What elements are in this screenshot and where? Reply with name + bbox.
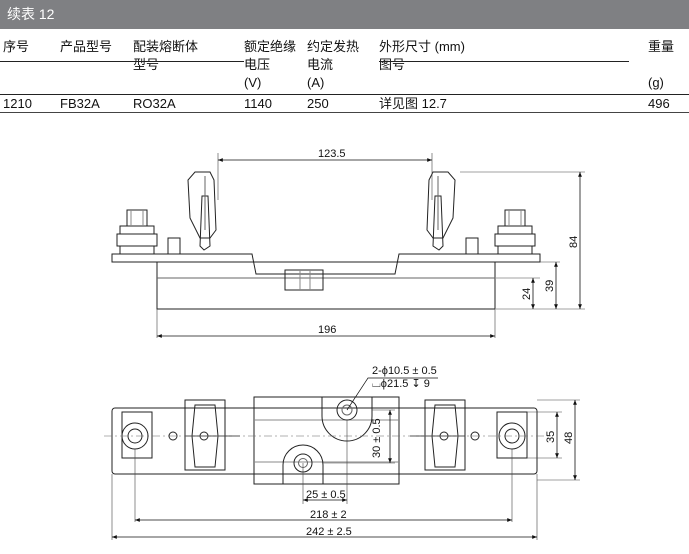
header-rule-dimensions [379, 61, 629, 62]
col-header-line: 电流 [307, 57, 334, 72]
header-rule-left [0, 61, 244, 62]
front-left-terminal [116, 209, 158, 255]
col-header-rated-voltage: 额定绝缘 电压 (V) [244, 38, 296, 92]
col-header-thermal-current: 约定发热 电流 (A) [307, 38, 359, 92]
col-header-line: 额定绝缘 [244, 39, 297, 54]
col-header-line [648, 56, 674, 74]
col-header-line: 产品型号 [60, 39, 113, 54]
top-right-contact [410, 399, 528, 471]
front-right-spring-clip [426, 171, 456, 251]
col-header-line: 约定发热 [307, 39, 360, 54]
dim-top-length: 242 ± 2.5 [306, 526, 352, 538]
col-header-line: 序号 [3, 39, 30, 54]
front-right-terminal [494, 209, 536, 255]
front-base-body [156, 262, 496, 310]
row-cell-figure-ref: 详见图 12.7 [379, 96, 447, 111]
fuse-base-technical-drawing: 123.5 196 84 39 24 [104, 148, 585, 540]
dim-front-top-width: 123.5 [318, 148, 346, 160]
table-continued-header: 续表 12 [0, 0, 689, 29]
dim-top-slot: 25 ± 0.5 [306, 489, 346, 501]
front-left-spring-clip [187, 171, 217, 251]
col-header-line: 外形尺寸 (mm) [379, 39, 465, 54]
header-rule-bottom [0, 94, 689, 95]
col-header-line: 配装熔断体 [133, 39, 199, 54]
col-header-index: 序号 [3, 38, 29, 56]
col-header-product-model: 产品型号 [60, 38, 112, 56]
dim-top-pitch: 218 ± 2 [310, 509, 347, 521]
col-header-line: (g) [648, 75, 664, 90]
dim-top-outer-height: 48 [563, 432, 575, 444]
col-header-line: (V) [244, 75, 262, 90]
row-cell-product-model: FB32A [60, 96, 100, 111]
col-header-line: (A) [307, 75, 325, 90]
col-header-line: 电压 [244, 57, 271, 72]
row-rule-bottom [0, 112, 689, 113]
dim-front-total-height: 84 [568, 236, 580, 248]
top-view [104, 377, 580, 540]
row-cell-voltage: 1140 [244, 96, 272, 111]
front-top-plate [111, 253, 541, 275]
front-view [111, 153, 585, 338]
header-title: 续表 12 [7, 6, 55, 22]
row-cell-fuse-model: RO32A [133, 96, 176, 111]
col-header-line: 型号 [133, 57, 160, 72]
dim-front-base-height: 24 [521, 288, 533, 300]
dim-top-inner-height: 35 [545, 431, 557, 443]
row-cell-current: 250 [307, 96, 329, 111]
note-hole-diameter: 2-ϕ10.5 ± 0.5 [372, 365, 437, 377]
col-header-weight: 重量 (g) [648, 38, 674, 92]
dim-front-base-width: 196 [318, 324, 336, 336]
col-header-dimensions: 外形尺寸 (mm) 图号 [379, 38, 465, 74]
top-center-body [253, 396, 400, 485]
top-left-contact [121, 399, 240, 471]
note-counterbore: ⌴ϕ21.5 ↧ 9 [372, 378, 430, 390]
col-header-line: 重量 [648, 39, 675, 54]
dim-front-mid-height: 39 [544, 280, 556, 292]
col-header-line: 图号 [379, 57, 406, 72]
col-header-fuse-model: 配装熔断体 型号 [133, 38, 198, 74]
row-cell-weight: 496 [648, 96, 670, 111]
row-cell-index: 1210 [3, 96, 32, 111]
dim-top-vertical-offset: 30 ± 0.5 [371, 418, 383, 458]
front-center-stub [284, 269, 324, 291]
top-base-outline [111, 407, 538, 475]
